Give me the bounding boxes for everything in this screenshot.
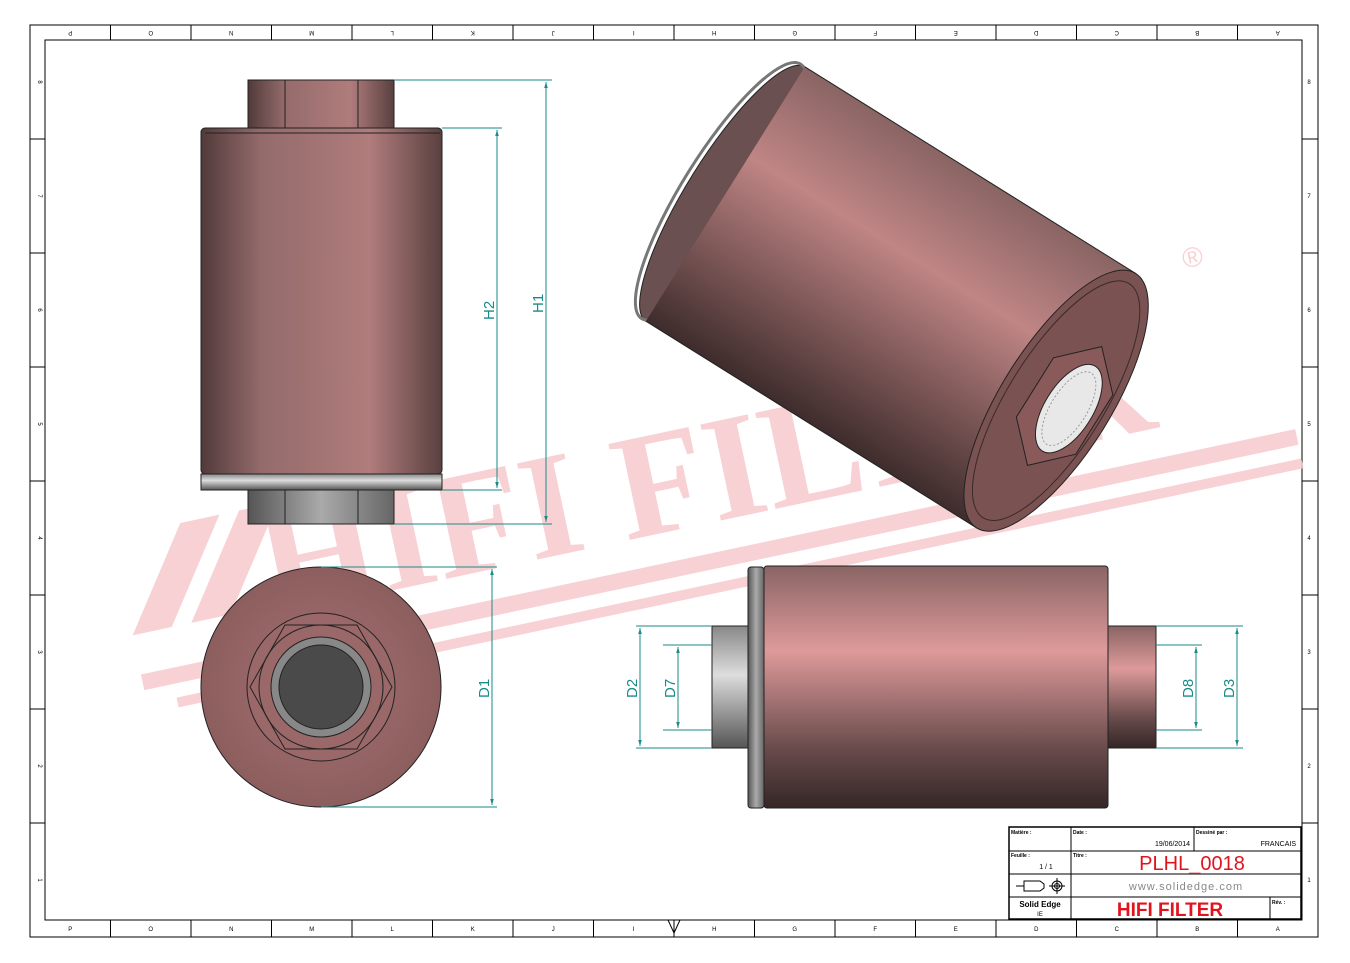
row-label-right: 2 xyxy=(1307,764,1311,770)
dimension-d3: D3 xyxy=(1156,625,1243,749)
column-label-bottom: M xyxy=(309,927,314,933)
dimension-label-d8: D8 xyxy=(1180,679,1197,698)
dimension-label-d3: D3 xyxy=(1221,679,1238,698)
column-label-bottom: N xyxy=(229,927,233,933)
column-label-top: I xyxy=(633,29,635,35)
column-label-bottom: J xyxy=(552,927,555,933)
row-label-left: 5 xyxy=(36,422,42,426)
row-label-left: 6 xyxy=(36,308,42,312)
drawing-title: PLHL_0018 xyxy=(1139,853,1245,875)
dessine-value: FRANCAIS xyxy=(1261,841,1297,848)
row-label-left: 2 xyxy=(36,764,42,768)
column-label-bottom: F xyxy=(873,927,877,933)
column-label-top: N xyxy=(229,29,233,35)
row-label-right: 7 xyxy=(1307,194,1311,200)
column-label-top: L xyxy=(390,29,394,35)
row-label-left: 4 xyxy=(36,536,42,540)
watermark-registered: ® xyxy=(1179,240,1206,275)
dimension-label-d2: D2 xyxy=(624,679,641,698)
date-value: 19/06/2014 xyxy=(1155,841,1190,848)
column-label-bottom: O xyxy=(148,927,153,933)
dimension-label-h2: H2 xyxy=(481,301,498,320)
column-label-bottom: E xyxy=(954,927,958,933)
dimension-d7: D7 xyxy=(662,644,712,731)
row-label-right: 4 xyxy=(1307,536,1311,542)
column-label-bottom: C xyxy=(1115,927,1120,933)
side-view xyxy=(711,565,1157,809)
column-label-bottom: K xyxy=(471,927,475,933)
row-label-right: 1 xyxy=(1307,878,1311,884)
software-sub: IE xyxy=(1037,912,1043,918)
dimension-label-d1: D1 xyxy=(476,679,493,698)
row-label-left: 3 xyxy=(36,650,42,654)
matiere-label: Matière : xyxy=(1011,830,1032,836)
column-label-top: O xyxy=(148,29,153,35)
row-label-right: 3 xyxy=(1307,650,1311,656)
dimension-h2: H2 xyxy=(442,127,502,491)
column-label-top: P xyxy=(68,29,72,35)
column-label-bottom: D xyxy=(1034,927,1039,933)
projection-symbol-icon xyxy=(1016,878,1065,894)
feuille-label: Feuille : xyxy=(1011,853,1030,859)
feuille-value: 1 / 1 xyxy=(1039,864,1053,871)
row-label-left: 8 xyxy=(36,80,42,84)
column-label-bottom: P xyxy=(68,927,72,933)
row-label-right: 8 xyxy=(1307,80,1311,86)
dimension-d2: D2 xyxy=(624,625,712,749)
titre-label: Titre : xyxy=(1073,853,1087,859)
column-label-top: H xyxy=(712,29,716,35)
title-block: Matière : Date : 19/06/2014 Dessiné par … xyxy=(1008,826,1302,921)
zone-markers: P P O O N N M M L L K K J J I I H H G G F F E E D D C C B B A A 8 8 7 7 6 6 5 5… xyxy=(30,25,1318,937)
column-label-bottom: L xyxy=(391,927,395,933)
column-label-bottom: H xyxy=(712,927,716,933)
end-view xyxy=(200,566,442,808)
website-text: www.solidedge.com xyxy=(1128,881,1243,893)
row-label-left: 1 xyxy=(36,878,42,882)
company-name: HIFI FILTER xyxy=(1117,900,1224,921)
column-label-top: G xyxy=(792,29,797,35)
column-label-bottom: B xyxy=(1195,927,1199,933)
software-name: Solid Edge xyxy=(1019,900,1061,909)
dimension-label-h1: H1 xyxy=(530,294,547,313)
dessine-label: Dessiné par : xyxy=(1196,830,1228,836)
column-label-top: M xyxy=(309,29,314,35)
dimension-d8: D8 xyxy=(1156,644,1202,731)
isometric-view xyxy=(633,61,1149,532)
date-label: Date : xyxy=(1073,830,1087,836)
dimension-h1: H1 xyxy=(394,79,552,525)
dimension-d1: D1 xyxy=(321,566,497,808)
row-label-right: 5 xyxy=(1307,422,1311,428)
column-label-bottom: G xyxy=(792,927,797,933)
row-label-left: 7 xyxy=(36,194,42,198)
column-label-top: C xyxy=(1114,29,1119,35)
column-label-top: J xyxy=(552,29,555,35)
column-label-top: D xyxy=(1033,29,1038,35)
column-label-top: F xyxy=(873,29,877,35)
column-label-top: B xyxy=(1195,29,1199,35)
front-view xyxy=(200,79,443,525)
column-label-top: K xyxy=(471,29,475,35)
dimension-label-d7: D7 xyxy=(662,679,679,698)
column-label-bottom: A xyxy=(1276,927,1280,933)
row-label-right: 6 xyxy=(1307,308,1311,314)
column-label-bottom: I xyxy=(633,927,635,933)
rev-label: Rév. : xyxy=(1272,900,1286,906)
column-label-top: E xyxy=(954,29,958,35)
column-label-top: A xyxy=(1276,29,1280,35)
